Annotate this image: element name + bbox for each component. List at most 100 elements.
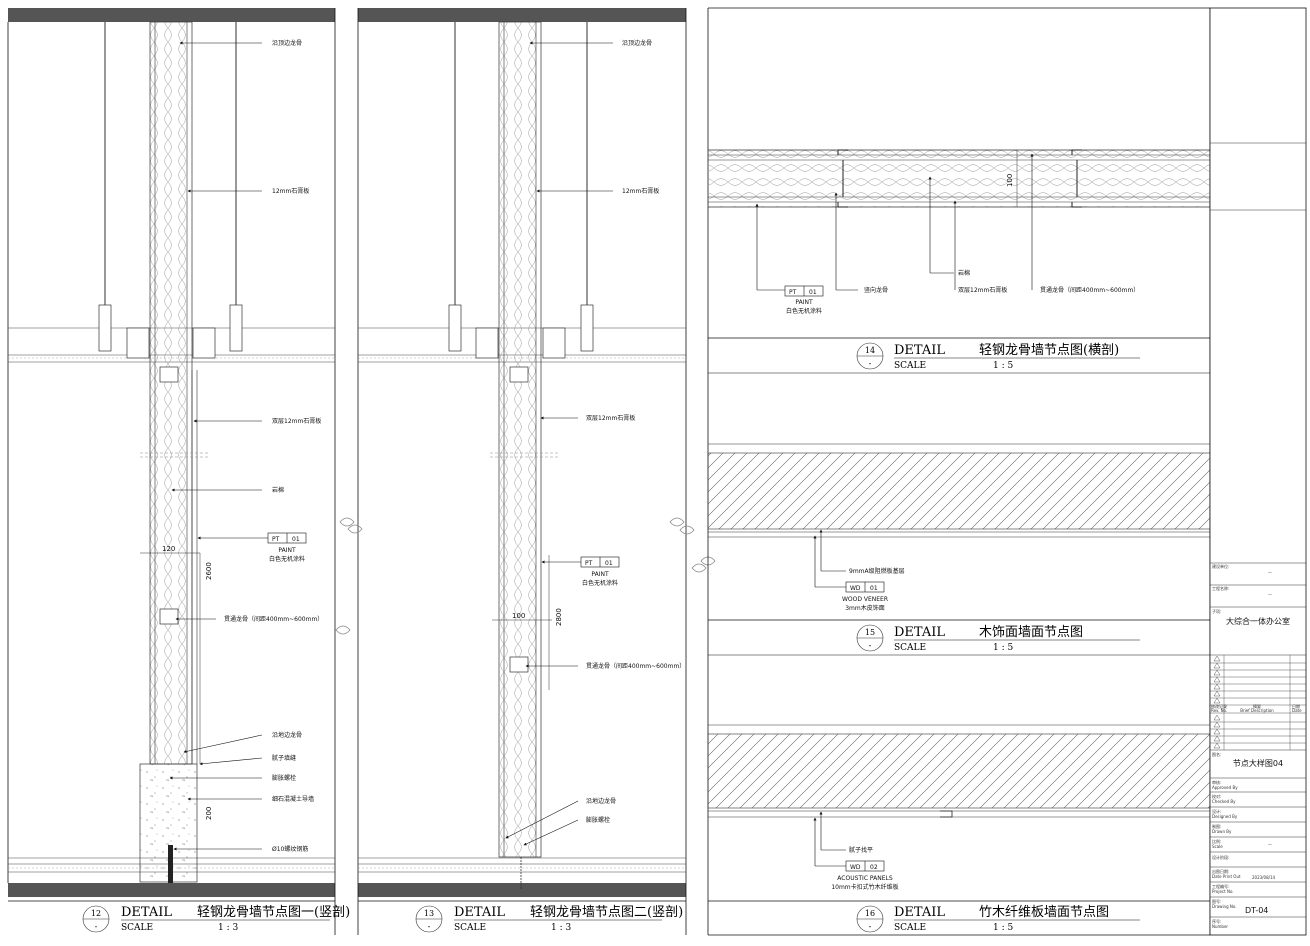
drawing-no-value: DT-04 [1245,906,1268,915]
date-label-en: Date [1292,708,1302,713]
annotation: 沿地边龙骨 [272,731,302,739]
detail-16-annotations: 腻子找平 [813,811,873,867]
svg-text:15: 15 [865,628,875,637]
svg-text:PAINT: PAINT [591,571,609,578]
annotation: 细石混凝土导墙 [272,795,314,803]
description-label-en: Brief Description [1240,708,1274,713]
svg-text:-: - [869,922,872,931]
approved-label-en: Approved By [1212,785,1238,790]
title-block: 建设单位: — 工程名称: — 子项: 大综合一体办公室 修改记录 R [1209,7,1307,936]
approved-label: 审核: [1212,779,1221,785]
construction-unit-label: 建设单位: [1212,563,1229,569]
svg-text:DETAIL: DETAIL [454,905,505,920]
svg-text:1 : 3: 1 : 3 [218,923,238,933]
svg-text:SCALE: SCALE [121,923,153,933]
annotation: 双层12mm石膏板 [272,417,321,425]
annotation: 沿顶边龙骨 [622,39,652,47]
print-date-value: 2023/08/14 [1252,875,1276,880]
material-tag: PT 01 PAINT 白色无机涂料 [541,556,620,587]
detail-12-annotations: 沿顶边龙骨 12mm石膏板 双层12mm石膏板 岩棉 贯通龙骨（间距400mm~… [169,39,323,853]
svg-text:竹木纤维板墙面节点图: 竹木纤维板墙面节点图 [979,905,1109,920]
svg-text:PAINT: PAINT [795,299,813,306]
svg-text:-: - [95,922,98,931]
svg-text:PT: PT [272,536,280,543]
drawing-no-label-en: Drawing No. [1212,904,1237,909]
subitem-value: 大综合一体办公室 [1226,616,1290,626]
annotation: 岩棉 [958,269,970,277]
svg-text:-: - [428,922,431,931]
annotation: 双层12mm石膏板 [586,414,635,422]
annotation: 竖向龙骨 [864,286,888,294]
svg-text:1 : 3: 1 : 3 [551,923,571,933]
svg-text:白色无机涂料: 白色无机涂料 [786,307,822,315]
annotation: 岩棉 [272,486,284,494]
project-no-label: 工程编号: [1212,883,1229,889]
checked-label-en: Checked By [1212,799,1236,804]
svg-text:10mm卡扣式竹木纤维板: 10mm卡扣式竹木纤维板 [831,883,898,891]
detail-14-title: 14 - DETAIL SCALE 轻钢龙骨墙节点图(横剖) 1 : 5 [708,337,1210,374]
svg-text:3mm木皮饰面: 3mm木皮饰面 [845,604,885,612]
detail-13-annotations: 沿顶边龙骨 12mm石膏板 双层12mm石膏板 贯通龙骨（间距400mm~600… [505,39,685,846]
svg-text:1 : 5: 1 : 5 [993,643,1013,653]
svg-text:02: 02 [870,864,878,871]
svg-text:木饰面墙面节点图: 木饰面墙面节点图 [979,625,1083,640]
subitem-label: 子项: [1212,608,1221,614]
svg-text:16: 16 [865,909,875,918]
material-tag: WD 01 WOOD VENEER 3mm木皮饰面 [842,581,888,612]
dimension: 200 [205,807,213,820]
description-label: 摘要 [1253,703,1261,709]
svg-text:轻钢龙骨墙节点图(横剖): 轻钢龙骨墙节点图(横剖) [979,343,1119,358]
revision-table [1210,655,1306,750]
svg-text:SCALE: SCALE [894,923,926,933]
annotation: 膨胀螺栓 [272,774,296,782]
drawing-name-label: 图名: [1212,751,1221,757]
detail-15-annotations: 9mmA级阻燃板基层 [813,529,905,588]
svg-text:-: - [869,641,872,650]
annotation: 膨胀螺栓 [586,816,610,824]
svg-text:1 : 5: 1 : 5 [993,361,1013,371]
svg-text:SCALE: SCALE [454,923,486,933]
detail-15-title: 15 - DETAIL SCALE 木饰面墙面节点图 1 : 5 [708,619,1210,656]
detail-12-title: 12 - DETAIL SCALE 轻钢龙骨墙节点图一(竖剖) 1 : 3 [8,900,350,933]
scale-value: — [1268,842,1272,847]
construction-unit-value: — [1268,570,1272,575]
drawn-label-en: Drawn By [1212,829,1232,834]
annotation: 贯通龙骨（间距400mm~600mm） [1040,286,1139,294]
stage-label: 设计阶段: [1212,854,1229,860]
project-name-value: — [1268,592,1272,597]
detail-14: 100 竖向龙骨 岩棉 双层12mm石膏板 贯通龙骨（间距400mm~600mm… [708,149,1210,374]
detail-14-annotations: 竖向龙骨 岩棉 双层12mm石膏板 贯通龙骨（间距400mm~600mm） [755,153,1139,294]
svg-text:PT: PT [789,289,797,296]
annotation: 沿顶边龙骨 [272,39,302,47]
svg-text:轻钢龙骨墙节点图一(竖剖): 轻钢龙骨墙节点图一(竖剖) [197,905,350,920]
svg-text:14: 14 [865,346,875,355]
svg-text:WD: WD [850,585,861,592]
detail-15: 9mmA级阻燃板基层 WD 01 WOOD VENEER 3mm木皮饰面 15 … [707,443,1211,656]
svg-text:PAINT: PAINT [278,547,296,554]
svg-text:WD: WD [850,864,861,871]
annotation: 腻子找平 [849,846,873,854]
annotation: 腻子填缝 [272,754,296,762]
dimension: 2800 [555,608,563,626]
dimension: 2600 [205,562,213,580]
material-tag: PT 01 PAINT 白色无机涂料 [784,285,824,315]
checked-label: 校对: [1212,793,1221,799]
svg-text:-: - [869,359,872,368]
svg-text:01: 01 [809,289,817,296]
svg-text:SCALE: SCALE [894,361,926,371]
svg-text:SCALE: SCALE [894,643,926,653]
dimension: 120 [162,545,175,553]
svg-text:DETAIL: DETAIL [894,625,945,640]
break-symbols [335,517,716,635]
designed-label-en: Designed By [1212,814,1238,819]
detail-16: 腻子找平 WD 02 ACOUSTIC PANELS 10mm卡扣式竹木纤维板 … [707,724,1211,933]
svg-text:DETAIL: DETAIL [121,905,172,920]
svg-text:白色无机涂料: 白色无机涂料 [582,579,618,587]
svg-text:01: 01 [870,585,878,592]
svg-text:01: 01 [605,560,613,567]
drawn-label: 制图: [1212,823,1221,829]
detail-13-title: 13 - DETAIL SCALE 轻钢龙骨墙节点图二(竖剖) 1 : 3 [358,900,686,933]
annotation: Ø10螺纹钢筋 [272,845,308,853]
svg-text:01: 01 [292,536,300,543]
